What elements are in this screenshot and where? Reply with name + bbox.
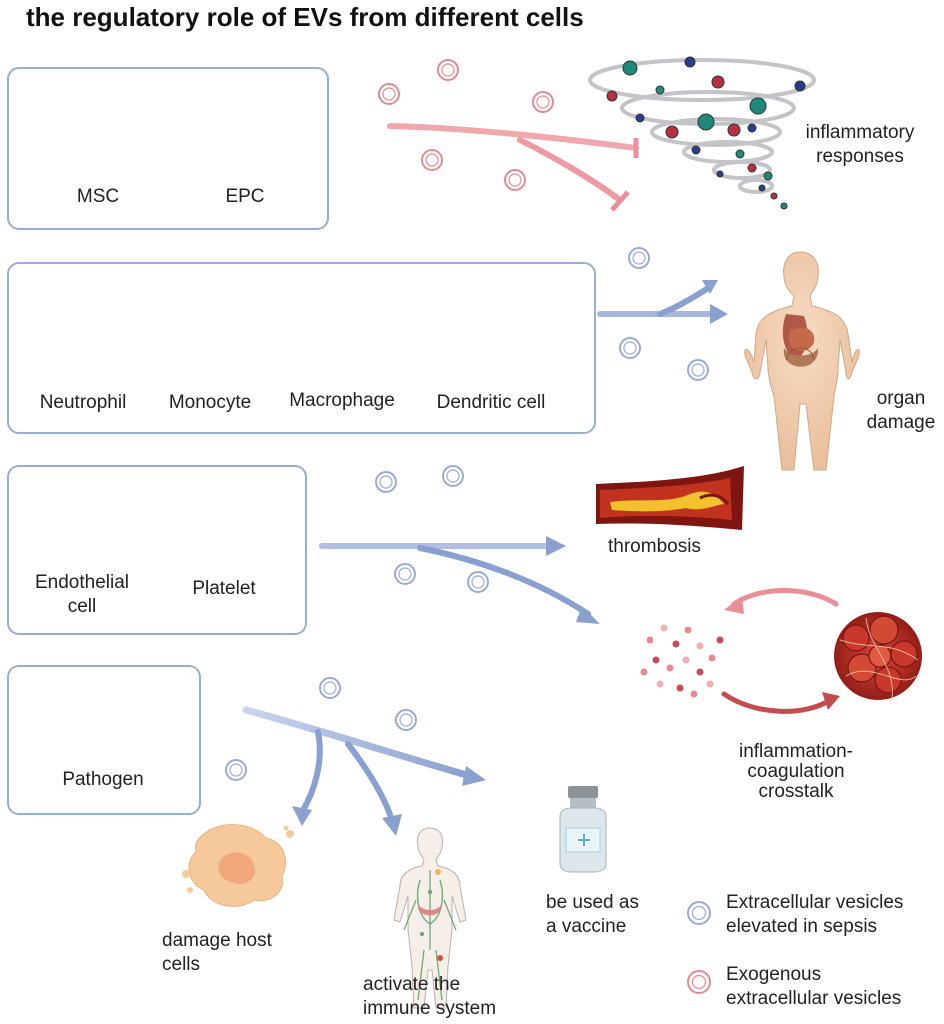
- label-monocyte: Monocyte: [168, 392, 252, 413]
- label-a-vaccine: a vaccine: [546, 916, 627, 937]
- label-cell: cell: [67, 596, 97, 617]
- inhibit-arrows: [387, 123, 639, 212]
- organ-damage-arrows: [597, 280, 728, 324]
- vascular-arrows: [319, 536, 600, 624]
- label-dendritic-cell: Dendritic cell: [436, 392, 546, 413]
- legend-exogenous-evs-line2: extracellular vesicles: [726, 988, 902, 1009]
- label-epc: EPC: [225, 186, 265, 207]
- label-crosstalk-3: crosstalk: [758, 781, 834, 802]
- human-body-icon: [744, 251, 860, 471]
- immune-cell-box: [7, 262, 596, 434]
- label-damage: damage: [866, 412, 936, 433]
- pathogen-box: [7, 665, 201, 815]
- label-platelet: Platelet: [192, 578, 256, 599]
- label-thrombosis: thrombosis: [608, 536, 701, 557]
- stem-cell-box: [7, 67, 329, 230]
- label-msc: MSC: [76, 186, 120, 207]
- sepsis-ev-markers: [225, 247, 711, 925]
- damaged-host-cell-icon: [182, 824, 294, 907]
- vascular-cell-box: [7, 465, 307, 635]
- label-crosstalk-2: coagulation: [747, 761, 845, 782]
- label-organ: organ: [876, 388, 926, 409]
- label-responses: responses: [816, 146, 904, 167]
- pathogen-arrows: [242, 706, 486, 836]
- exogenous-ev-markers: [378, 59, 711, 994]
- crosstalk-cycle-icon: [640, 588, 922, 714]
- label-neutrophil: Neutrophil: [39, 392, 127, 413]
- label-damage-host: damage host: [162, 930, 272, 951]
- label-macrophage: Macrophage: [289, 390, 395, 411]
- label-pathogen: Pathogen: [62, 769, 144, 790]
- legend-sepsis-evs-line2: elevated in sepsis: [726, 916, 878, 937]
- label-inflammatory: inflammatory: [805, 122, 915, 143]
- label-be-used-as: be used as: [546, 892, 639, 913]
- figure-title: the regulatory role of EVs from differen…: [26, 2, 584, 32]
- cytokine-storm-icon: [588, 56, 816, 210]
- cytokine-dots: [640, 624, 724, 698]
- thrombosis-vessel-icon: [596, 466, 744, 530]
- legend-sepsis-evs-line1: Extracellular vesicles: [726, 892, 904, 913]
- label-immune-system: immune system: [363, 998, 497, 1019]
- label-crosstalk-1: inflammation-: [738, 741, 854, 762]
- vaccine-vial-icon: [559, 786, 607, 873]
- label-activate: activate the: [363, 974, 461, 995]
- label-cells: cells: [162, 954, 201, 975]
- immune-system-body-icon: [393, 827, 467, 1009]
- label-endothelial: Endothelial: [34, 572, 130, 593]
- blood-clot-icon: [834, 612, 922, 701]
- legend-exogenous-evs-line1: Exogenous: [726, 964, 822, 985]
